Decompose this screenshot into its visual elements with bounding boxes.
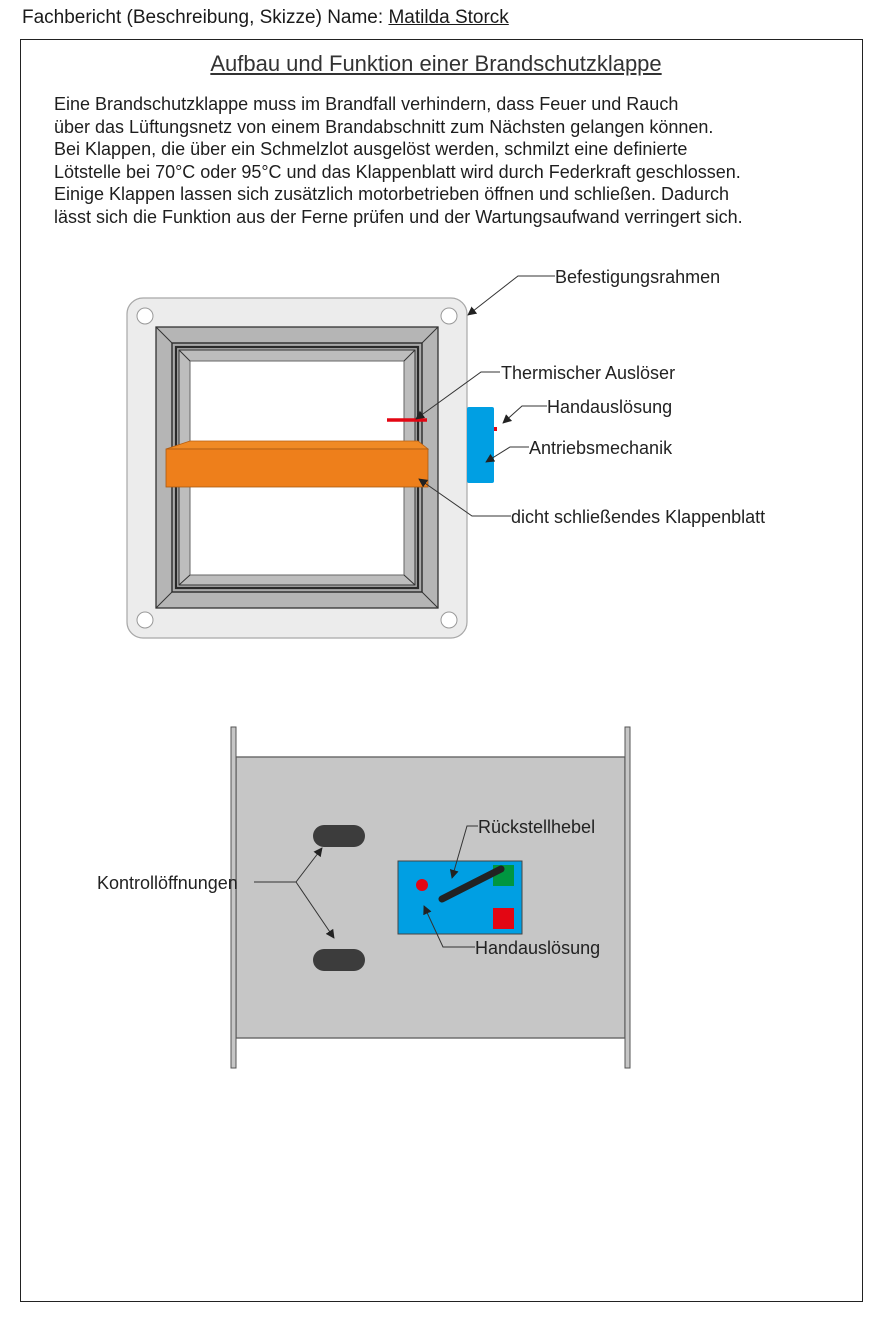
leader-rueckstellhebel bbox=[449, 825, 478, 879]
paragraph-line: Eine Brandschutzklappe muss im Brandfall… bbox=[54, 94, 679, 114]
report-header: Fachbericht (Beschreibung, Skizze) Name:… bbox=[22, 6, 509, 30]
paragraph-line: Einige Klappen lassen sich zusätzlich mo… bbox=[54, 184, 730, 205]
document-title-text: Aufbau und Funktion einer Brandschutzkla… bbox=[210, 51, 662, 76]
label-kontrolloeffnungen: Kontrollöffnungen bbox=[97, 873, 238, 893]
paragraph-line: Bei Klappen, die über ein Schmelzlot aus… bbox=[54, 139, 688, 160]
leader-handausloesung-front bbox=[502, 405, 547, 424]
mounting-hole bbox=[136, 611, 154, 629]
paragraph-line: lässt sich die Funktion aus der Ferne pr… bbox=[54, 206, 743, 227]
leader-thermischer-ausloeser bbox=[415, 371, 500, 420]
leader-kontrolloeffnung-bottom bbox=[295, 881, 335, 939]
document-title: Aufbau und Funktion einer Brandschutzkla… bbox=[0, 50, 872, 78]
side-view: Kontrollöffnungen Rückstellhebel Handaus… bbox=[97, 726, 631, 1069]
paragraph-line: Lötstelle bei 70°C oder 95°C und das Kla… bbox=[54, 161, 741, 182]
leader-kontrolloeffnung-top bbox=[295, 847, 323, 883]
label-thermischer-ausloeser: Thermischer Auslöser bbox=[501, 363, 675, 383]
damper-blade bbox=[165, 440, 430, 488]
reset-lever bbox=[438, 865, 505, 903]
mounting-hole bbox=[440, 307, 458, 325]
student-name: Matilda Storck bbox=[388, 7, 509, 28]
indicator-red bbox=[493, 908, 514, 929]
paragraph-line: über das Lüftungsnetz von einem Brandabs… bbox=[54, 116, 714, 137]
drive-actuator bbox=[467, 407, 494, 483]
manual-release-knob bbox=[494, 427, 497, 431]
label-klappenblatt: dicht schließendes Klappenblatt bbox=[511, 507, 765, 527]
inspection-opening bbox=[313, 825, 365, 847]
label-befestigungsrahmen: Befestigungsrahmen bbox=[555, 267, 720, 287]
label-handausloesung-side: Handauslösung bbox=[475, 938, 600, 958]
flange-left bbox=[230, 726, 237, 1069]
flange-right bbox=[624, 726, 631, 1069]
label-handausloesung-front: Handauslösung bbox=[547, 397, 672, 417]
mounting-hole bbox=[440, 611, 458, 629]
leader-klappenblatt bbox=[418, 478, 511, 517]
label-rueckstellhebel: Rückstellhebel bbox=[478, 817, 595, 837]
front-view: Befestigungsrahmen Thermischer Auslöser … bbox=[126, 267, 765, 639]
label-antriebsmechanik: Antriebsmechanik bbox=[529, 438, 673, 458]
leader-befestigungsrahmen bbox=[467, 275, 555, 316]
mounting-hole bbox=[136, 307, 154, 325]
bevel-lines bbox=[155, 326, 439, 609]
leader-handausloesung-side bbox=[423, 905, 475, 948]
report-frame bbox=[20, 39, 863, 1302]
manual-release-button bbox=[416, 879, 428, 891]
intro-paragraph: Eine Brandschutzklappe muss im Brandfall… bbox=[54, 93, 743, 229]
leader-antriebsmechanik bbox=[485, 446, 529, 463]
inspection-opening bbox=[313, 949, 365, 971]
header-label: Fachbericht (Beschreibung, Skizze) Name: bbox=[22, 7, 389, 28]
